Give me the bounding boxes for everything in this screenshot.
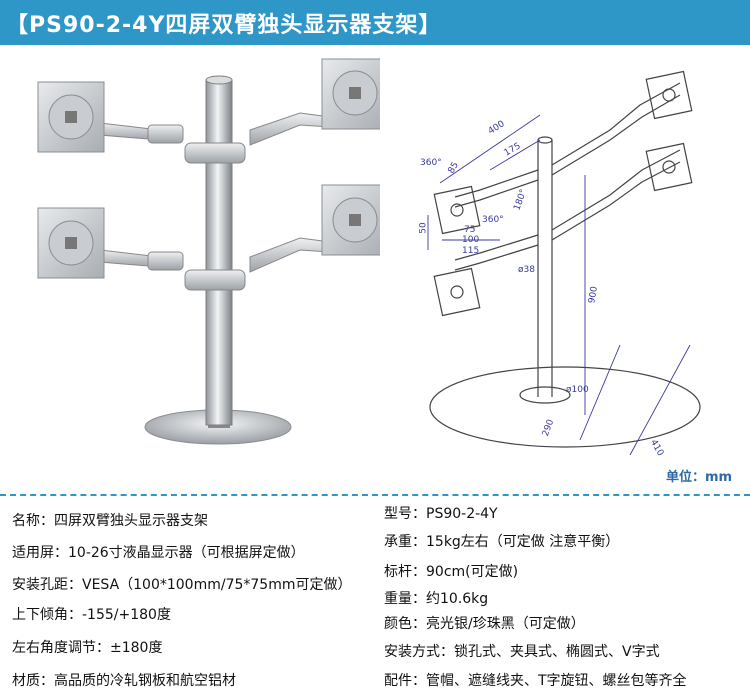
spec-mount: 安装方式：锁孔式、夹具式、椭圆式、V字式: [384, 644, 660, 660]
drawing-base: [429, 366, 701, 448]
dim-175: 175: [502, 141, 523, 159]
vesa-plate-top-left: [37, 81, 105, 153]
spec-vesa: 安装孔距：VESA（100*100mm/75*75mm可定做）: [12, 577, 352, 593]
dim-100: 100: [462, 235, 480, 245]
section-divider: [0, 494, 750, 496]
dim-290: 290: [540, 418, 557, 438]
dim-410: 410: [647, 438, 666, 458]
dim-360-top: 360°: [420, 158, 442, 168]
dim-400: 400: [486, 119, 507, 137]
spec-weight: 重量：约10.6kg: [384, 591, 489, 607]
spec-name: 名称：四屏双臂独头显示器支架: [12, 513, 208, 529]
vesa-plate-top-right: [321, 58, 389, 130]
spec-color: 颜色：亮光银/珍珠黑（可定做）: [384, 616, 585, 632]
pole: [205, 79, 233, 426]
vesa-plate-bottom-right: [321, 184, 389, 256]
spec-model: 型号：PS90-2-4Y: [384, 506, 498, 522]
dim-900: 900: [587, 285, 601, 305]
dim-180: 180°: [512, 188, 530, 212]
spec-tilt: 上下倾角：-155/+180度: [12, 607, 171, 623]
product-photo: [0, 45, 389, 465]
dim-360-mid: 360°: [482, 215, 504, 225]
dim-115: 115: [462, 246, 480, 256]
page-title: 【PS90-2-4Y四屏双臂独头显示器支架】: [6, 13, 442, 38]
title-banner: 【PS90-2-4Y四屏双臂独头显示器支架】: [0, 0, 750, 45]
dim-100-base: ø100: [566, 385, 589, 395]
dim-75: 75: [464, 225, 476, 235]
spec-accessories: 配件：管帽、遮缝线夹、T字旋钮、螺丝包等齐全: [384, 673, 687, 689]
spec-pole: 标杆：90cm(可定做): [384, 564, 519, 580]
dim-85: 85: [446, 160, 461, 176]
spec-load: 承重：15kg左右（可定做 注意平衡）: [384, 534, 620, 550]
spec-material: 材质：高品质的冷轧钢板和航空铝材: [12, 673, 236, 689]
dimension-drawing: 400 175 360° 85 180° 360° 50 75 100 115 …: [380, 45, 750, 465]
dim-38: ø38: [518, 265, 535, 275]
dim-50: 50: [418, 222, 429, 234]
unit-label: 单位：mm: [666, 470, 733, 485]
vesa-plate-bottom-left: [37, 207, 105, 279]
spec-screen: 适用屏：10-26寸液晶显示器（可根据屏定做）: [12, 545, 305, 561]
spec-swivel: 左右角度调节：±180度: [12, 640, 163, 656]
